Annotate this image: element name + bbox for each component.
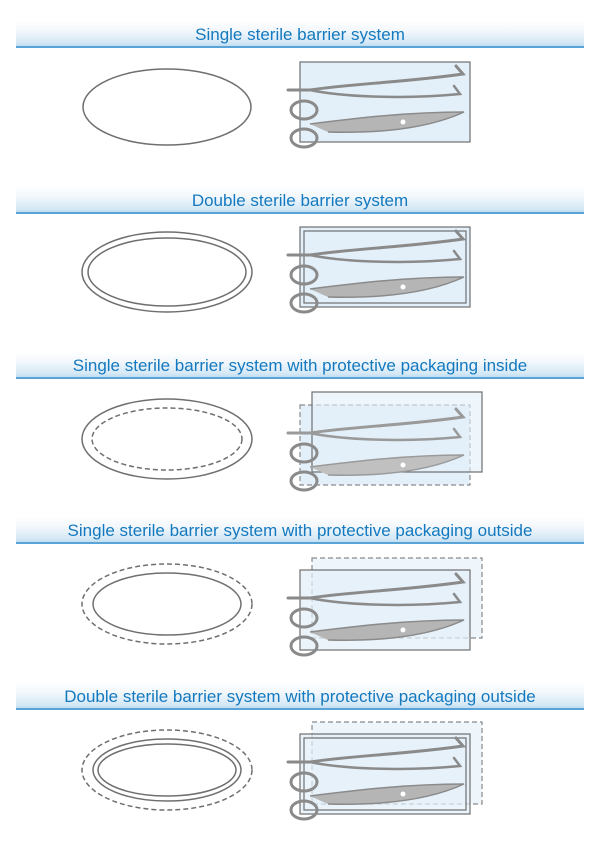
diagram-single-barrier-protective-inside xyxy=(81,391,483,492)
section-title-1: Single sterile barrier system xyxy=(195,25,405,44)
protective-ellipse-dashed xyxy=(81,563,253,645)
section-title-3: Single sterile barrier system with prote… xyxy=(72,356,528,375)
outer-barrier-ellipse xyxy=(92,738,242,802)
section-title-2: Double sterile barrier system xyxy=(191,191,409,210)
section-header-5: Double sterile barrier system with prote… xyxy=(16,682,584,710)
section-title-4: Single sterile barrier system with prote… xyxy=(67,521,533,540)
inner-barrier-ellipse xyxy=(87,237,247,307)
section-header-4: Single sterile barrier system with prote… xyxy=(16,516,584,544)
section-title-5: Double sterile barrier system with prote… xyxy=(64,687,536,706)
barrier-ellipse xyxy=(82,68,252,146)
protective-ellipse-dashed xyxy=(81,729,253,811)
scissors-icon xyxy=(286,736,466,821)
barrier-ellipse xyxy=(92,572,242,636)
diagram-single-barrier xyxy=(82,61,471,149)
outer-barrier-ellipse xyxy=(81,231,253,313)
protective-ellipse-dashed xyxy=(91,407,243,471)
section-header-3: Single sterile barrier system with prote… xyxy=(16,351,584,379)
scissors-icon xyxy=(286,64,466,149)
scissors-icon xyxy=(286,572,466,657)
section-header-1: Single sterile barrier system xyxy=(16,20,584,48)
diagram-double-barrier-protective-outside xyxy=(81,721,483,821)
inner-barrier-ellipse xyxy=(97,743,237,797)
section-header-2: Double sterile barrier system xyxy=(16,186,584,214)
diagram-double-barrier xyxy=(81,226,471,314)
scissors-icon xyxy=(286,229,466,314)
diagram-single-barrier-protective-outside xyxy=(81,557,483,657)
barrier-ellipse xyxy=(81,398,253,480)
scissors-icon xyxy=(286,407,466,492)
